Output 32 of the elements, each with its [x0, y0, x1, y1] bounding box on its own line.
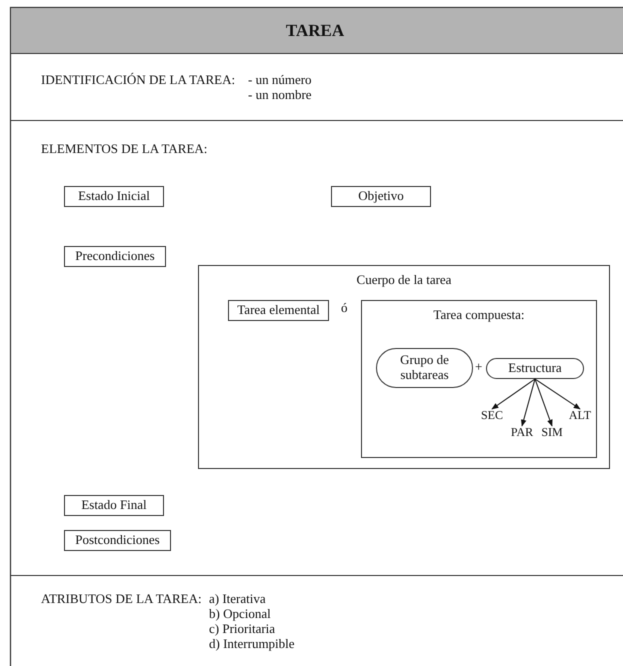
task-body-panel: [198, 265, 610, 469]
list-item: - un nombre: [248, 88, 312, 103]
structure-type-text: PAR: [506, 425, 538, 441]
section-heading: ATRIBUTOS DE LA TAREA:: [41, 592, 202, 607]
panel-heading: Cuerpo de la tarea: [356, 273, 452, 288]
list-item: b) Opcional: [209, 607, 271, 622]
panel-heading: Tarea compuesta:: [433, 308, 525, 323]
structure-type-text: SIM: [536, 425, 568, 441]
plus-sign: +: [475, 360, 482, 375]
list-item: - un número: [248, 73, 312, 88]
task-element-box: Objetivo: [331, 186, 431, 207]
rounded-box: Estructura: [486, 358, 584, 379]
section-heading: IDENTIFICACIÓN DE LA TAREA:: [41, 73, 236, 88]
section-heading: ELEMENTOS DE LA TAREA:: [41, 142, 208, 157]
arrow: [491, 378, 536, 410]
title-bar: TAREA: [10, 7, 623, 54]
structure-type-text: ALT: [565, 408, 595, 424]
task-element-box: Precondiciones: [64, 246, 166, 267]
task-element-box: Tarea elemental: [228, 300, 329, 321]
rounded-box: Grupo de subtareas: [376, 348, 473, 388]
arrow: [520, 378, 536, 427]
task-element-box: Estado Final: [64, 495, 164, 516]
arrow: [534, 378, 552, 427]
list-item: a) Iterativa: [209, 592, 266, 607]
structure-type-text: SEC: [477, 408, 507, 424]
task-element-box: Postcondiciones: [64, 530, 171, 551]
list-item: c) Prioritaria: [209, 622, 276, 637]
task-element-box: Estado Inicial: [64, 186, 164, 207]
list-item: d) Interrumpible: [209, 637, 295, 652]
arrow: [534, 378, 581, 410]
task-body-panel: [361, 300, 597, 458]
connector-word: ó: [341, 301, 348, 316]
